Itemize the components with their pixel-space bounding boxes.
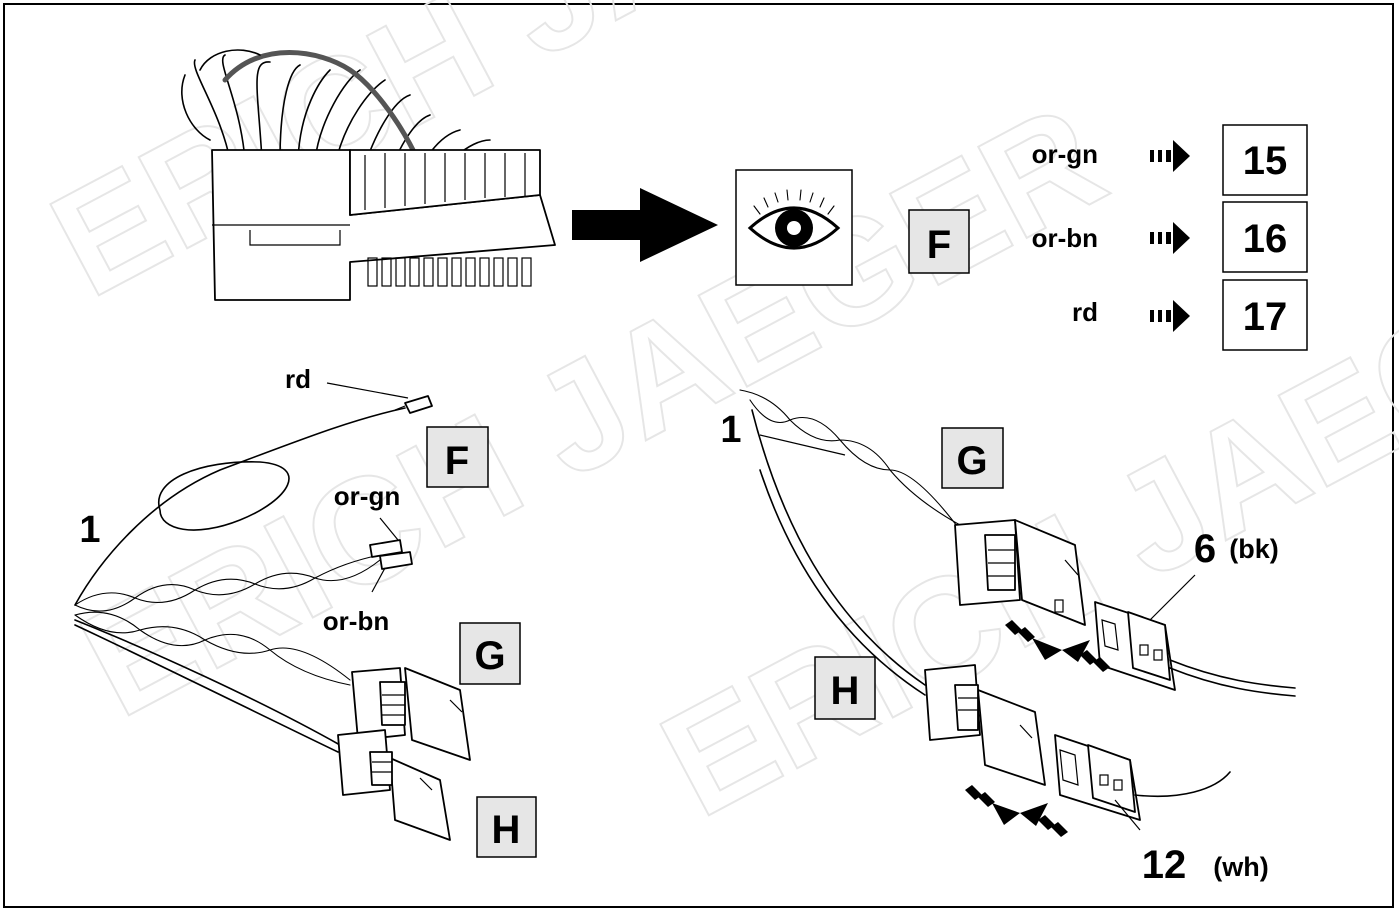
connector-female-pin-6	[1094, 574, 1296, 697]
connector-label-f-left: F	[426, 426, 489, 488]
wire-label-or-bn: or-bn	[1032, 223, 1098, 253]
pin-label-6: 6	[1194, 527, 1216, 571]
connector-g-right	[954, 519, 1086, 626]
wire-label-or-gn: or-gn	[1032, 139, 1098, 169]
connector-label-f-top: F	[908, 209, 970, 274]
svg-text:G: G	[474, 634, 505, 678]
svg-text:G: G	[956, 439, 987, 483]
pin-label-12: 12	[1142, 843, 1187, 887]
pin-number-16: 16	[1243, 217, 1288, 261]
connector-h-right	[924, 664, 1046, 786]
mapping-row-rd: rd 17	[1072, 279, 1308, 351]
pin-number-15: 15	[1243, 139, 1288, 183]
left-harness-detail: rd or-gn or-bn 1	[74, 364, 537, 858]
mating-arrows-icon	[1005, 620, 1110, 672]
wire-label-or-bn-left: or-bn	[323, 606, 389, 636]
wire-label-rd-left: rd	[285, 364, 311, 394]
dashed-arrow-right-icon	[1150, 140, 1190, 172]
wire-tip-rd	[394, 395, 433, 414]
svg-text:H: H	[492, 808, 521, 852]
connector-label-h-left: H	[476, 796, 537, 858]
cable-number-left: 1	[79, 509, 100, 551]
pin-number-17: 17	[1243, 295, 1288, 339]
connector-label-h-right: H	[814, 656, 876, 720]
mapping-row-or-bn: or-bn 16	[1032, 201, 1308, 273]
dashed-arrow-right-icon	[1150, 300, 1190, 332]
svg-text:F: F	[927, 223, 951, 267]
pin-label-12-color: (wh)	[1213, 852, 1268, 882]
connector-female-pin-12	[1054, 734, 1231, 831]
mapping-row-or-gn: or-gn 15	[1032, 124, 1308, 196]
right-mating-detail: 1 6 (bk)	[720, 389, 1296, 887]
connector-label-g-left: G	[459, 622, 521, 685]
main-connector-illustration	[181, 49, 556, 301]
pin-label-6-color: (bk)	[1229, 534, 1279, 564]
connector-g-left	[351, 667, 471, 761]
watermark: ERICH JAEGER ERICH JAEGER ERICH JAEGER	[25, 0, 1399, 849]
svg-text:H: H	[831, 669, 860, 713]
connector-h-left	[337, 729, 451, 841]
cable-number-right: 1	[720, 409, 741, 451]
mating-arrows-icon	[965, 785, 1068, 837]
wire-label-or-gn-left: or-gn	[334, 481, 400, 511]
connector-label-g-right: G	[941, 427, 1004, 489]
big-arrow-right-icon	[572, 188, 718, 262]
eye-icon	[735, 169, 853, 286]
dashed-arrow-right-icon	[1150, 222, 1190, 254]
wire-label-rd: rd	[1072, 297, 1098, 327]
wire-pin-mapping: or-gn 15 or-bn 16 rd	[1032, 124, 1308, 351]
svg-text:F: F	[445, 439, 469, 483]
